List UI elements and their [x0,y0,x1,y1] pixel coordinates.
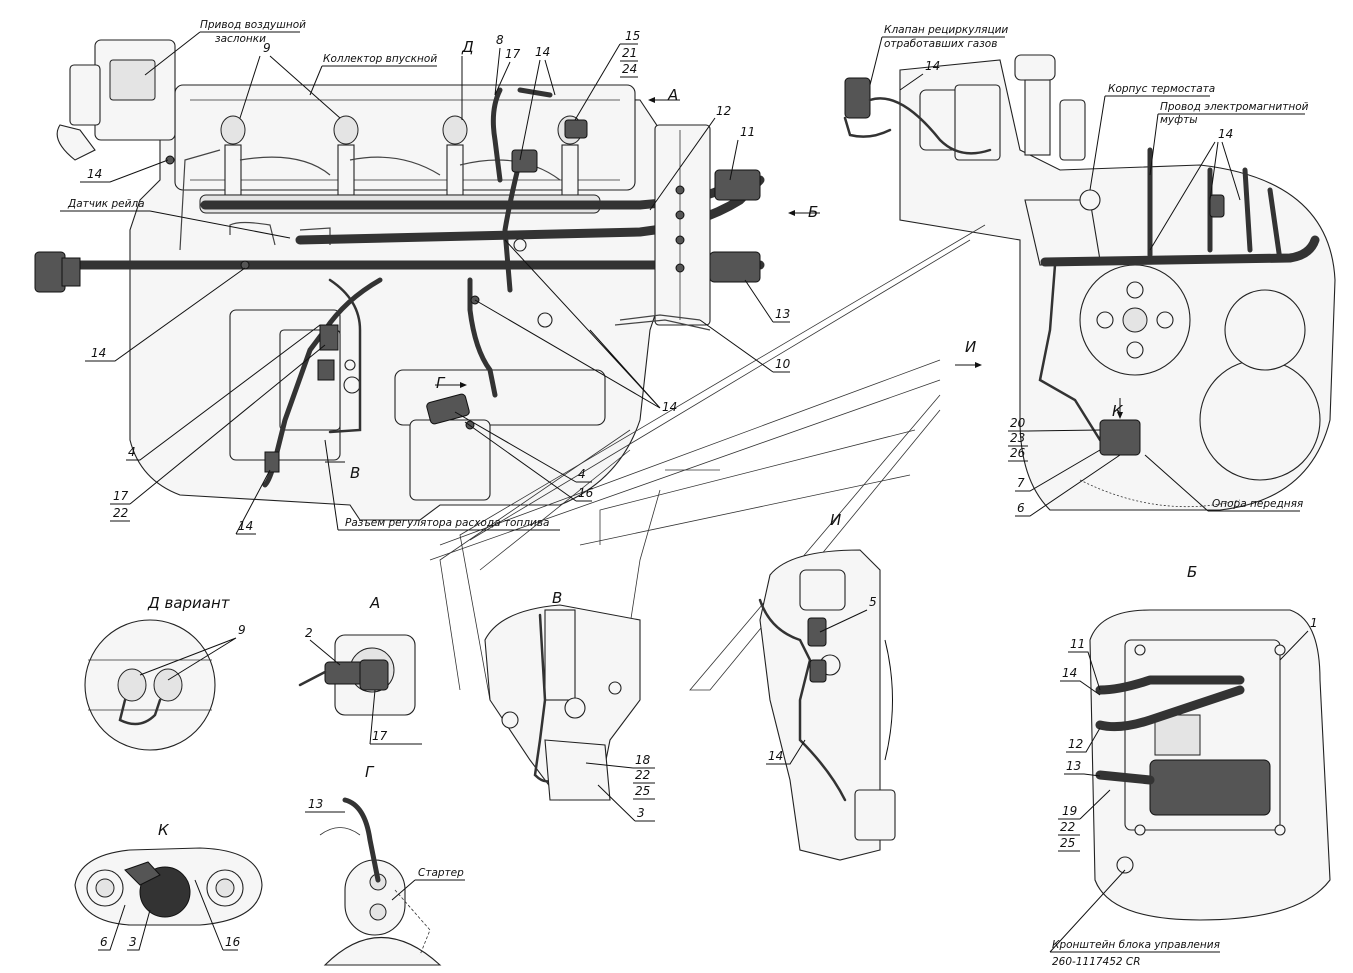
label-air-damper-drive-1: Привод воздушной [200,19,306,31]
callout-22-left: 22 [113,506,128,520]
section-lines [429,224,986,701]
callout-7: 7 [1017,476,1025,490]
view-ref-d: Д [461,38,474,56]
callout-19: 19 [1062,804,1077,818]
callout-25-v: 25 [635,784,650,798]
callout-11: 11 [740,125,755,139]
callout-17-left: 17 [113,489,129,503]
callout-15: 15 [625,29,640,43]
callout-3-v: 3 [637,806,645,820]
view-ref-a: А [667,86,678,104]
callout-2: 2 [305,626,313,640]
callout-14-lower: 14 [91,346,106,360]
view-i [758,549,896,861]
label-rail-sensor: Датчик рейла [67,198,145,210]
callout-12: 12 [716,104,731,118]
harness-connector-icon [34,251,66,293]
callout-5: 5 [869,595,877,609]
view-b [1089,609,1331,921]
label-clutch-wire-2: муфты [1160,114,1198,126]
label-egr-valve-2: отработавших газов [884,38,997,50]
view-ref-v: В [350,464,360,482]
label-ecu-bracket-1: Кронштейн блока управления [1052,939,1220,951]
label-air-damper-drive-2: заслонки [215,33,266,45]
title-view-g: Г [365,763,375,781]
callout-20: 20 [1010,416,1026,430]
label-ecu-bracket-2: 260-1117452 CR [1052,956,1141,968]
egr-connector-icon [844,77,871,119]
callout-26: 26 [1010,446,1026,460]
callout-22-b: 22 [1060,820,1075,834]
callout-12-b: 12 [1068,737,1083,751]
label-clutch-wire-1: Провод электромагнитной [1160,101,1309,113]
callout-4-right: 4 [578,467,586,481]
labels-layer: Привод воздушной заслонки Коллектор впус… [60,19,1318,968]
callout-8: 8 [496,33,504,47]
label-fuel-regulator-connector: Разъем регулятора расхода топлива [345,517,549,529]
callout-16-k: 16 [225,935,241,949]
title-view-a: А [369,594,380,612]
title-view-v: В [552,589,562,607]
callout-21: 21 [622,46,637,60]
callout-17: 17 [505,47,521,61]
callout-1: 1 [1310,616,1318,630]
callout-16: 16 [578,486,594,500]
label-thermostat-housing: Корпус термостата [1108,83,1215,95]
view-ref-b: Б [808,203,818,221]
callout-24: 24 [622,62,637,76]
callout-13-g: 13 [308,797,323,811]
engine-side-view [34,39,820,521]
title-view-b: Б [1187,563,1197,581]
callout-13: 13 [775,307,790,321]
callout-14-front: 14 [1218,127,1233,141]
title-view-i: И [830,511,841,529]
label-intake-manifold: Коллектор впускной [323,53,437,65]
callout-6-front: 6 [1017,501,1025,515]
callout-14-b: 14 [1062,666,1077,680]
callout-14-i: 14 [768,749,783,763]
view-ref-k: К [1112,402,1124,420]
callout-3-k: 3 [129,935,137,949]
view-k [74,847,263,926]
view-ref-g: Г [436,374,446,392]
label-egr-valve-1: Клапан рециркуляции [884,24,1008,36]
view-ref-i: И [965,338,976,356]
callout-25-b: 25 [1060,836,1075,850]
callout-14-right: 14 [662,400,677,414]
callout-14-egr: 14 [925,59,940,73]
label-starter: Стартер [418,867,464,879]
callout-11-b: 11 [1070,637,1085,651]
callout-6-k: 6 [100,935,108,949]
callout-4-left: 4 [128,445,136,459]
callout-13-b: 13 [1066,759,1081,773]
view-g [319,797,442,966]
view-d-variant [84,619,216,751]
label-front-support: Опора передняя [1212,498,1303,510]
callout-9: 9 [263,41,271,55]
callout-17-a: 17 [372,729,388,743]
engine-front-view [843,54,1336,511]
title-view-k: К [158,821,170,839]
view-a [298,634,416,716]
callout-10: 10 [775,357,791,371]
callout-23: 23 [1010,431,1025,445]
callout-14-top: 14 [535,45,550,59]
callout-9-variant: 9 [238,623,246,637]
callout-18: 18 [635,753,651,767]
callout-14-left: 14 [87,167,102,181]
title-d-variant: Д вариант [147,594,231,612]
callout-22-v: 22 [635,768,650,782]
view-v [484,604,641,801]
